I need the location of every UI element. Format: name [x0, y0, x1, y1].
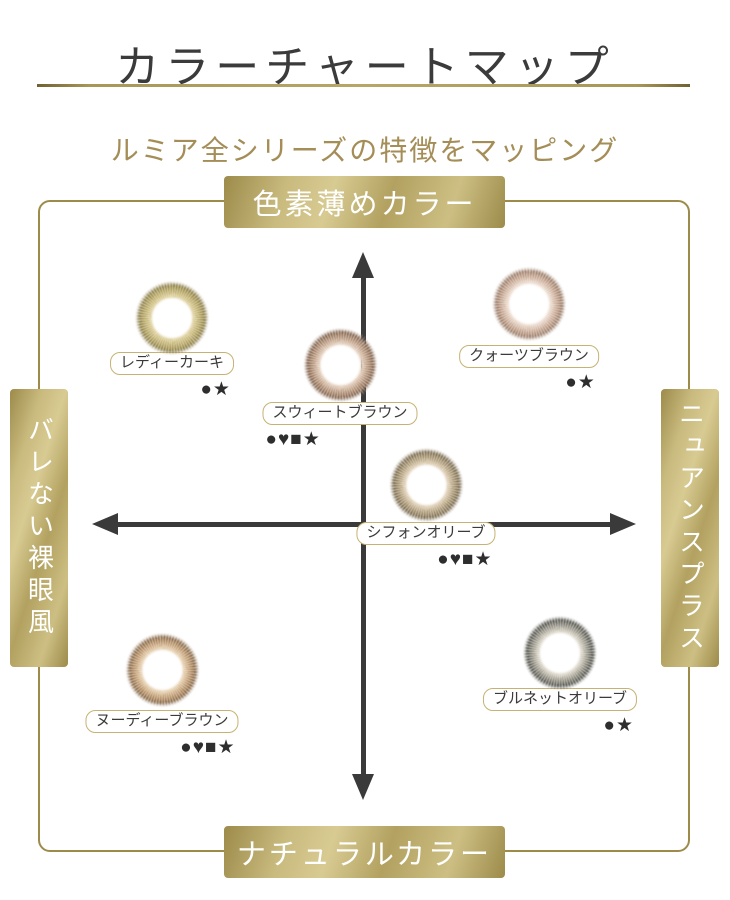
- chart-point: シフォンオリーブ ●♥■★: [356, 443, 496, 570]
- lens-swatch-image: [129, 276, 214, 360]
- chart-point: ブルネットオリーブ ●★: [482, 611, 638, 736]
- quadrant-label-bottom: ナチュラルカラー: [224, 826, 505, 878]
- lens-swatch-image: [486, 262, 571, 346]
- page-subtitle: ルミア全シリーズの特徴をマッピング: [110, 136, 620, 168]
- axis-arrow-down-icon: [352, 774, 374, 800]
- axis-arrow-right-icon: [610, 513, 636, 535]
- lens-series-symbols: ●♥■★: [437, 548, 493, 570]
- lens-series-symbols: ●★: [603, 714, 635, 736]
- lens-name-tag: ヌーディーブラウン: [85, 710, 239, 733]
- chart-point: ヌーディーブラウン ●♥■★: [85, 628, 239, 758]
- quadrant-label-left: バレない裸眼風: [10, 389, 68, 667]
- lens-name-tag: スウィートブラウン: [262, 402, 418, 425]
- axis-arrow-left-icon: [92, 513, 118, 535]
- lens-name-tag: レディーカーキ: [110, 352, 234, 375]
- lens-series-symbols: ●★: [200, 378, 231, 400]
- lens-series-symbols: ●♥■★: [265, 428, 321, 450]
- chart-point: レディーカーキ ●★: [110, 276, 234, 399]
- title-divider: [37, 84, 690, 87]
- quadrant-label-top: 色素薄めカラー: [224, 176, 505, 228]
- axis-arrow-up-icon: [352, 252, 374, 278]
- lens-swatch-image: [120, 628, 204, 712]
- page-title: カラーチャートマップ: [115, 43, 615, 93]
- lens-swatch-image: [383, 443, 468, 527]
- lens-series-symbols: ●★: [565, 371, 596, 393]
- chart-point: クォーツブラウン ●★: [459, 262, 599, 392]
- lens-swatch-image: [517, 611, 602, 695]
- lens-series-symbols: ●♥■★: [180, 736, 236, 758]
- chart-point: スウィートブラウン ●♥■★: [262, 323, 418, 450]
- lens-swatch-image: [297, 323, 382, 407]
- quadrant-label-right: ニュアンスプラス: [661, 389, 719, 667]
- lens-name-tag: クォーツブラウン: [459, 345, 599, 368]
